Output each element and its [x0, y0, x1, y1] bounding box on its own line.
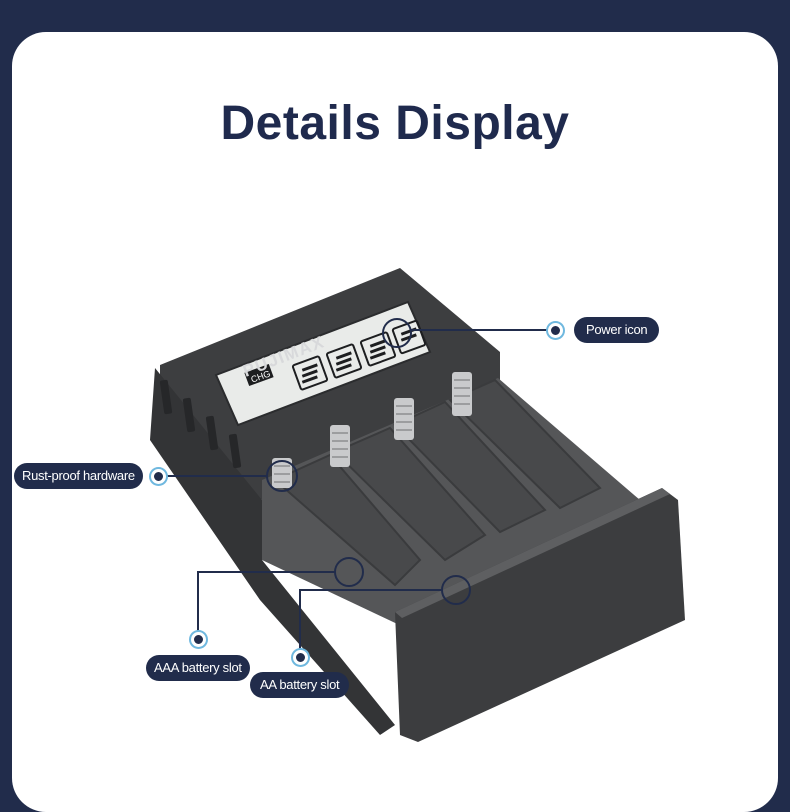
- lcd-battery-indicators: [291, 319, 427, 391]
- battery-slots: [273, 378, 602, 587]
- callout-leader-lines: [165, 329, 550, 652]
- aaa-slot-callout-dot: [191, 632, 206, 647]
- battery-charger-image: CHG PUJIMAX: [150, 268, 685, 742]
- charger-front-lip: [395, 488, 685, 742]
- lcd-screen: [214, 300, 432, 427]
- aa-slot-label: AA battery slot: [250, 672, 350, 698]
- power-icon-marker: [382, 318, 412, 348]
- aa-slot-callout-dot: [293, 650, 308, 665]
- lcd-chg-badge: [244, 363, 274, 387]
- rust-proof-callout-dot: [151, 469, 166, 484]
- charger-left-wall: [150, 368, 395, 735]
- power-icon-callout-dot: [548, 323, 563, 338]
- page-title: Details Display: [220, 97, 570, 150]
- power-icon-label: Power icon: [574, 317, 660, 343]
- side-vents: [159, 379, 242, 469]
- aaa-slot-label: AAA battery slot: [146, 655, 250, 681]
- rust-proof-label: Rust-proof hardware: [14, 463, 143, 489]
